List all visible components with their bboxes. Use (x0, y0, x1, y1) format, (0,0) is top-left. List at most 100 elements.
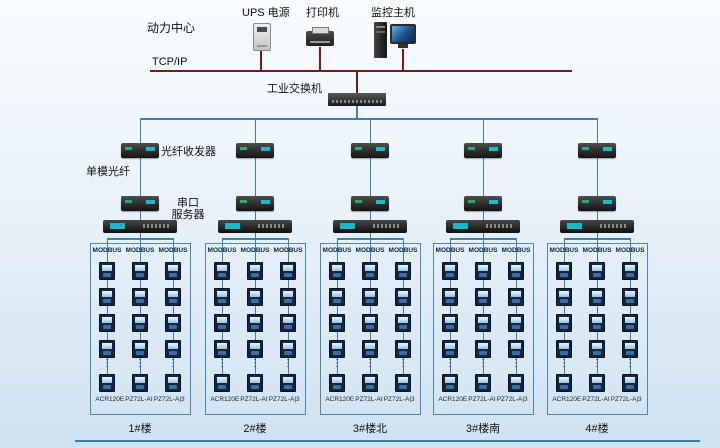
fiber-transceiver-icon (463, 143, 502, 158)
meter-icon (280, 262, 296, 280)
more-devices-indicator: ⋮ (365, 358, 375, 369)
more-devices-indicator: ⋮ (592, 358, 602, 369)
connector-line (482, 211, 484, 220)
connector-line (482, 233, 484, 239)
modbus-column-label: MODBUS (207, 247, 237, 254)
industrial-switch-icon (328, 93, 386, 106)
meter-icon (395, 340, 411, 358)
meter-icon (165, 262, 181, 280)
fiber-transceiver-icon (577, 196, 616, 211)
modbus-column-label: MODBUS (615, 247, 645, 254)
meter-icon (132, 374, 148, 392)
host-monitor-icon (390, 24, 416, 48)
meter-icon (556, 374, 572, 392)
meter-icon (589, 314, 605, 332)
meter-icon (622, 340, 638, 358)
more-devices-indicator: ⋮ (559, 358, 569, 369)
meter-icon (442, 374, 458, 392)
tcpip-backbone-line (150, 70, 572, 72)
modbus-column-label: MODBUS (435, 247, 465, 254)
model-label: ACR120E (95, 396, 125, 403)
branch-drop-line (254, 118, 256, 143)
serial-server-icon (102, 220, 177, 233)
meter-icon (589, 374, 605, 392)
branch: MODBUS MODBUS MODBUS ⋮ ⋮ ⋮ ACR120EPZ72L-… (198, 118, 313, 448)
meter-icon (589, 288, 605, 306)
model-label: PZ72L-A|3 (496, 396, 528, 403)
model-labels: ACR120EPZ72L-AIPZ72L-A|3 (433, 396, 534, 403)
meter-icon (329, 288, 345, 306)
model-labels: ACR120EPZ72L-AIPZ72L-A|3 (90, 396, 191, 403)
meter-icon (329, 340, 345, 358)
fiber-transceiver-label: 光纤收发器 (161, 146, 216, 158)
site-title: 动力中心 (147, 21, 196, 35)
meter-icon (442, 262, 458, 280)
modbus-column-label: MODBUS (125, 247, 155, 254)
meter-icon (442, 288, 458, 306)
meter-icon (362, 374, 378, 392)
meter-icon (556, 288, 572, 306)
single-mode-fiber-line (482, 158, 484, 196)
meter-icon (99, 262, 115, 280)
model-label: PZ72L-AI (355, 396, 383, 403)
meter-icon (362, 288, 378, 306)
modbus-column-label: MODBUS (158, 247, 188, 254)
switch-label: 工业交换机 (267, 83, 322, 95)
single-mode-fiber-line (596, 158, 598, 196)
meter-icon (280, 288, 296, 306)
serial-server-icon (332, 220, 407, 233)
printer-icon (306, 27, 334, 46)
meter-icon (214, 374, 230, 392)
branch-drop-line (369, 118, 371, 143)
more-devices-indicator: ⋮ (135, 358, 145, 369)
more-devices-indicator: ⋮ (168, 358, 178, 369)
more-devices-indicator: ⋮ (398, 358, 408, 369)
meter-icon (395, 314, 411, 332)
single-mode-fiber-label: 单模光纤 (86, 166, 130, 178)
fiber-transceiver-icon (350, 196, 389, 211)
meter-icon (442, 314, 458, 332)
ups-label: UPS 电源 (242, 7, 290, 19)
model-label: PZ72L-AI (240, 396, 268, 403)
meter-icon (442, 340, 458, 358)
modbus-column-label: MODBUS (240, 247, 270, 254)
ups-link-line (260, 50, 262, 70)
meter-icon (247, 314, 263, 332)
branch-label: 1#楼 (128, 423, 152, 435)
host-tower-icon (374, 22, 387, 58)
modbus-column-label: MODBUS (273, 247, 303, 254)
branch: MODBUS MODBUS MODBUS ⋮ ⋮ ⋮ ACR120EPZ72L-… (540, 118, 655, 448)
switch-uplink-line (356, 72, 358, 93)
model-label: PZ72L-A|3 (383, 396, 415, 403)
serial-server-label: 串口 服务器 (166, 197, 210, 221)
model-label: ACR120E (325, 396, 355, 403)
branch-label: 3#楼南 (465, 423, 501, 435)
meter-icon (247, 288, 263, 306)
model-label: PZ72L-A|3 (610, 396, 642, 403)
more-devices-indicator: ⋮ (478, 358, 488, 369)
model-label: PZ72L-A|3 (268, 396, 300, 403)
meter-icon (247, 374, 263, 392)
meter-icon (132, 340, 148, 358)
meter-icon (556, 262, 572, 280)
branch-drop-line (596, 118, 598, 143)
meter-icon (99, 374, 115, 392)
fiber-transceiver-icon (235, 196, 274, 211)
printer-label: 打印机 (306, 7, 339, 19)
modbus-column-label: MODBUS (388, 247, 418, 254)
meter-icon (508, 340, 524, 358)
fiber-transceiver-icon (577, 143, 616, 158)
connector-line (369, 233, 371, 239)
meter-icon (329, 374, 345, 392)
more-devices-indicator: ⋮ (625, 358, 635, 369)
single-mode-fiber-line (254, 158, 256, 196)
meter-icon (165, 314, 181, 332)
model-labels: ACR120EPZ72L-AIPZ72L-A|3 (320, 396, 421, 403)
more-devices-indicator: ⋮ (283, 358, 293, 369)
meter-icon (475, 262, 491, 280)
meter-icon (622, 374, 638, 392)
model-labels: ACR120EPZ72L-AIPZ72L-A|3 (547, 396, 648, 403)
meter-icon (508, 262, 524, 280)
fiber-transceiver-icon (350, 143, 389, 158)
